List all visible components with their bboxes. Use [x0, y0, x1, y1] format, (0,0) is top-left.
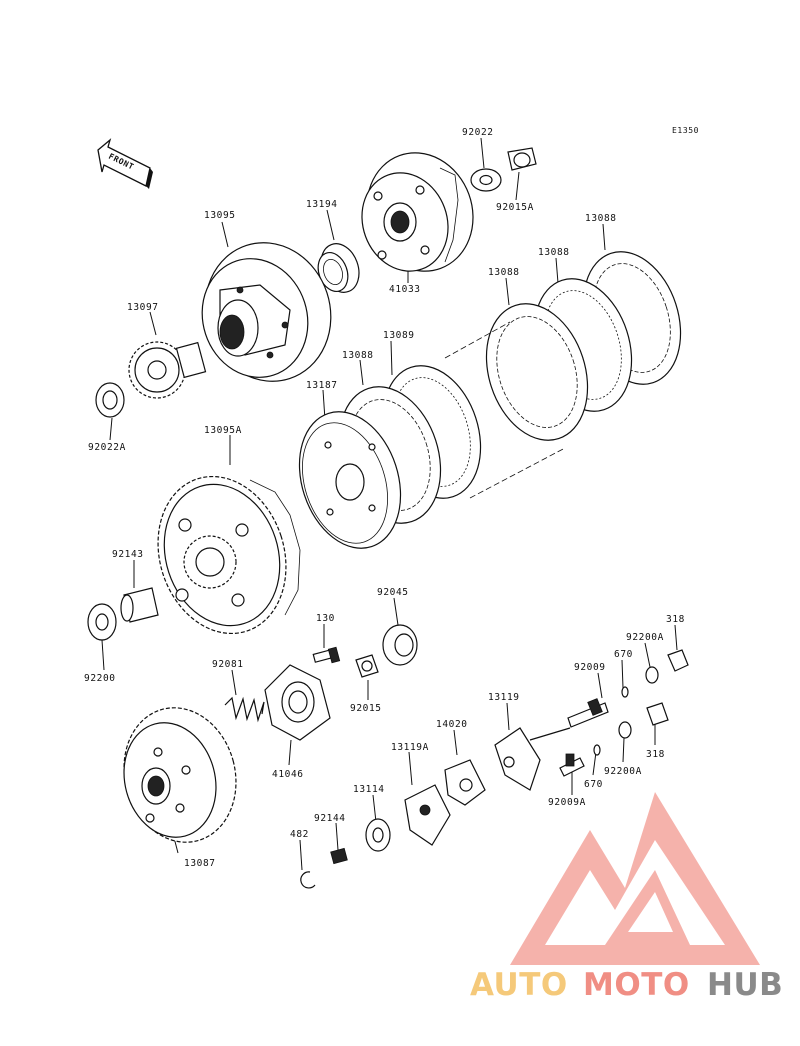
pressure-plate-13187 — [298, 411, 402, 549]
bearing-92045 — [382, 624, 418, 666]
label-92200: 92200 — [84, 673, 116, 684]
washer-92200 — [87, 603, 117, 641]
bolt-130 — [312, 646, 341, 664]
label-670-top: 670 — [614, 649, 633, 660]
diagram-code: E1350 — [672, 126, 699, 135]
front-arrow-icon: FRONT — [97, 138, 153, 189]
label-92143: 92143 — [112, 549, 144, 560]
label-13089: 13089 — [383, 330, 415, 341]
spring-92144 — [330, 847, 348, 865]
label-13194: 13194 — [306, 199, 338, 210]
lever-13119 — [494, 727, 571, 791]
nut-92015a — [507, 147, 537, 171]
washer-92022 — [470, 168, 502, 192]
gear-13097 — [128, 341, 207, 399]
label-13119: 13119 — [488, 692, 520, 703]
label-318-bottom: 318 — [646, 749, 665, 760]
label-92009: 92009 — [574, 662, 606, 673]
watermark-logo — [510, 792, 760, 965]
nut-92015 — [355, 654, 379, 678]
stud-92009a — [559, 753, 585, 777]
circlip-482 — [300, 871, 316, 889]
label-13119a: 13119A — [391, 742, 429, 753]
label-92015: 92015 — [350, 703, 382, 714]
needle-bearing-13194 — [317, 243, 360, 293]
washer-92022a — [95, 382, 125, 418]
gear-13087 — [123, 707, 237, 843]
label-13095: 13095 — [204, 210, 236, 221]
label-13114: 13114 — [353, 784, 385, 795]
plate-13119a — [404, 784, 451, 846]
cover-14020 — [444, 759, 486, 806]
watermark-text-moto: MOTO — [583, 967, 690, 1003]
label-92009a: 92009A — [548, 797, 586, 808]
label-13088-a: 13088 — [585, 213, 617, 224]
ring-670-bottom — [593, 744, 601, 756]
watermark-text-hub: HUB — [707, 967, 783, 1003]
label-92144: 92144 — [314, 813, 346, 824]
label-670-bottom: 670 — [584, 779, 603, 790]
label-92045: 92045 — [377, 587, 409, 598]
clutch-housing-13095a — [157, 475, 301, 635]
nut-318-top — [667, 649, 689, 672]
washer-92200a-top — [645, 666, 659, 684]
label-92015a: 92015A — [496, 202, 534, 213]
label-41046: 41046 — [272, 769, 304, 780]
label-13088-c: 13088 — [488, 267, 520, 278]
label-13097: 13097 — [127, 302, 159, 313]
label-13087: 13087 — [184, 858, 216, 869]
clutch-housing-13095 — [201, 242, 332, 382]
label-92200a-top: 92200A — [626, 632, 664, 643]
nut-318-bottom — [646, 702, 669, 726]
label-130: 130 — [316, 613, 335, 624]
bushing-13114 — [365, 818, 391, 852]
label-13088-d: 13088 — [342, 350, 374, 361]
spring-92081 — [224, 696, 265, 723]
sleeve-92143 — [120, 587, 159, 623]
label-318-top: 318 — [666, 614, 685, 625]
lifter-plate-41046 — [264, 664, 331, 741]
ring-670-top — [621, 686, 629, 698]
label-13088-b: 13088 — [538, 247, 570, 258]
label-92022: 92022 — [462, 127, 494, 138]
label-13095a: 13095A — [204, 425, 242, 436]
label-92200a-bottom: 92200A — [604, 766, 642, 777]
label-14020: 14020 — [436, 719, 468, 730]
label-13187: 13187 — [306, 380, 338, 391]
washer-92200a-bottom — [618, 721, 632, 739]
clutch-hub-41033 — [361, 152, 474, 272]
leader-lines — [101, 137, 678, 871]
label-92081: 92081 — [212, 659, 244, 670]
stud-92009 — [567, 698, 609, 728]
label-41033: 41033 — [389, 284, 421, 295]
label-482: 482 — [290, 829, 309, 840]
label-92022a: 92022A — [88, 442, 126, 453]
watermark-text-auto: AUTO — [470, 967, 568, 1003]
